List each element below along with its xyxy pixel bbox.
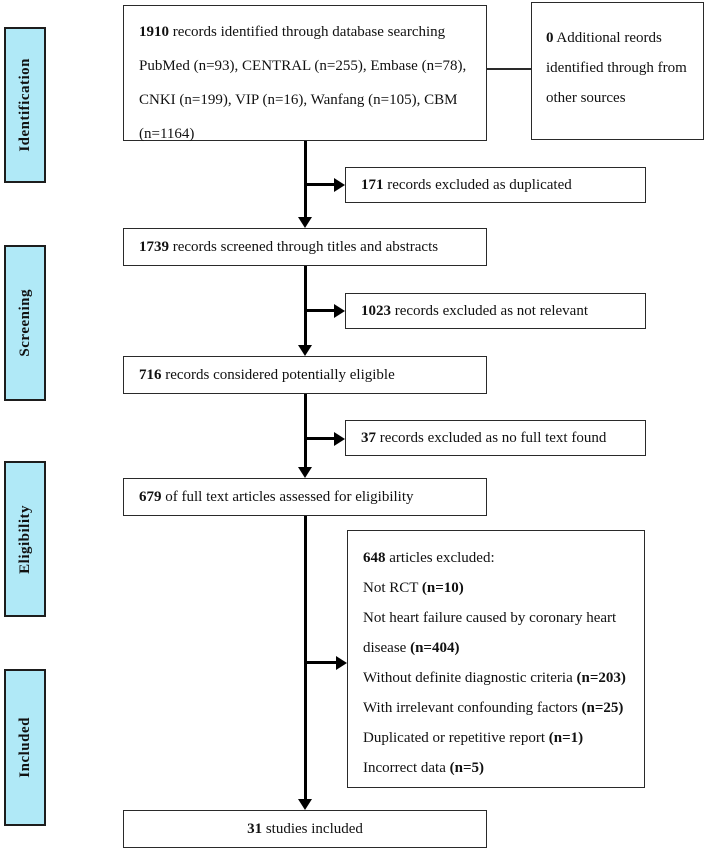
branch-duplicated-line <box>305 183 335 186</box>
box-additional-records: 0 Additional reords identified through f… <box>531 2 704 140</box>
box-studies-included: 31 studies included <box>123 810 487 848</box>
box-studies-included-text: 31 studies included <box>247 821 363 837</box>
excluded-line: Duplicated or repetitive report (n=1) <box>363 730 584 746</box>
branch-no-fulltext-head <box>334 431 345 446</box>
box-assessed-eligibility-text: 679 of full text articles assessed for e… <box>139 489 414 505</box>
box-excluded-no-fulltext: 37 records excluded as no full text foun… <box>345 420 646 456</box>
excluded-line: 648 articles excluded: <box>363 550 495 566</box>
arrow-assessed-down-head <box>298 799 312 810</box>
arrow-screened-down-line <box>304 266 307 346</box>
connector-identified-to-additional <box>487 68 531 70</box>
excluded-line: Not RCT (n=10) <box>363 580 464 596</box>
box-potentially-eligible-text: 716 records considered potentially eligi… <box>139 367 395 383</box>
box-excluded-duplicated-text: 171 records excluded as duplicated <box>361 177 572 193</box>
box-excluded-not-relevant-text: 1023 records excluded as not relevant <box>361 303 588 319</box>
stage-eligibility: Eligibility <box>4 461 46 617</box>
box-articles-excluded: 648 articles excluded: Not RCT (n=10) No… <box>347 530 645 788</box>
box-records-identified: 1910 records identified through database… <box>123 5 487 142</box>
box-assessed-eligibility: 679 of full text articles assessed for e… <box>123 478 487 516</box>
box-excluded-not-relevant: 1023 records excluded as not relevant <box>345 293 646 329</box>
branch-no-fulltext-line <box>305 437 335 440</box>
excluded-line: Incorrect data (n=5) <box>363 760 484 776</box>
branch-duplicated-head <box>334 177 345 192</box>
stage-identification: Identification <box>4 27 46 183</box>
excluded-line: Without definite diagnostic criteria (n=… <box>363 670 626 686</box>
branch-articles-excluded-line <box>305 661 337 664</box>
box-excluded-no-fulltext-text: 37 records excluded as no full text foun… <box>361 430 607 446</box>
arrow-assessed-down-line <box>304 516 307 800</box>
stage-screening: Screening <box>4 245 46 401</box>
arrow-eligible-down-line <box>304 394 307 468</box>
box-additional-records-text: 0 Additional reords identified through f… <box>546 30 687 106</box>
box-records-screened-text: 1739 records screened through titles and… <box>139 239 439 255</box>
stage-screening-label: Screening <box>16 289 33 357</box>
stage-included-label: Included <box>16 717 33 778</box>
stage-identification-label: Identification <box>16 58 33 152</box>
box-records-identified-text: 1910 records identified through database… <box>139 24 467 142</box>
box-potentially-eligible: 716 records considered potentially eligi… <box>123 356 487 394</box>
arrow-screened-down-head <box>298 345 312 356</box>
excluded-line: With irrelevant confounding factors (n=2… <box>363 700 624 716</box>
branch-articles-excluded-head <box>336 655 347 670</box>
branch-not-relevant-head <box>334 303 345 318</box>
branch-not-relevant-line <box>305 309 335 312</box>
arrow-identified-down-line <box>304 141 307 218</box>
arrow-identified-down-head <box>298 217 312 228</box>
box-excluded-duplicated: 171 records excluded as duplicated <box>345 167 646 203</box>
arrow-eligible-down-head <box>298 467 312 478</box>
box-records-screened: 1739 records screened through titles and… <box>123 228 487 266</box>
excluded-line: Not heart failure caused by coronary hea… <box>363 610 617 656</box>
stage-included: Included <box>4 669 46 826</box>
stage-eligibility-label: Eligibility <box>16 504 33 574</box>
